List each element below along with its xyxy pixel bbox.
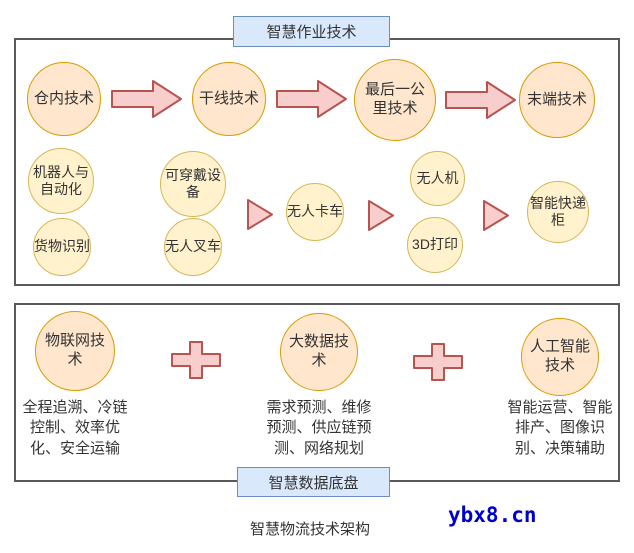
node-label: 末端技术 [526,90,587,108]
node-lastmile-tech: 最后一公 里技术 [354,59,436,141]
node-ai-tech: 人工智能 技术 [521,318,599,396]
node-3d-printing: 3D打印 [407,217,463,273]
node-wearable-devices: 可穿戴设 备 [160,151,226,217]
watermark-text: ybx8.cn [448,503,537,527]
diagram-caption: 智慧物流技术架构 [249,521,370,538]
node-label: 仓内技术 [33,89,94,107]
node-iot-tech: 物联网技 术 [35,311,115,391]
node-label: 可穿戴设 备 [165,166,221,201]
node-drone: 无人机 [410,151,465,206]
node-label: 人工智能 技术 [529,338,590,374]
node-label: 物联网技 术 [44,332,105,368]
node-smart-parcel-locker: 智能快递 柜 [527,181,589,243]
smart-operation-title-box: 智慧作业技术 [233,16,390,47]
node-unmanned-forklift: 无人叉车 [164,218,222,276]
triangle-right-icon [368,200,394,231]
node-label: 智能快递 柜 [530,194,586,229]
node-label: 货物识别 [34,238,90,255]
triangle-right-icon [483,200,509,231]
node-trunkline-tech: 干线技术 [192,62,266,136]
arrow-right-icon [276,80,347,118]
node-robotics-automation: 机器人与 自动化 [28,148,94,214]
node-bigdata-tech: 大数据技 术 [280,313,358,391]
plus-icon [413,343,463,381]
ai-applications-text: 智能运营、智能 排产、图像识 别、决策辅助 [507,399,613,457]
node-label: 干线技术 [198,89,259,107]
triangle-right-icon [247,199,273,230]
arrow-right-icon [111,80,182,118]
smart-operation-title: 智慧作业技术 [266,24,357,41]
node-warehouse-tech: 仓内技术 [27,62,101,136]
node-terminal-tech: 末端技术 [519,62,595,138]
iot-applications-text: 全程追溯、冷链 控制、效率优 化、安全运输 [22,399,128,457]
node-cargo-identification: 货物识别 [33,218,91,276]
node-label: 无人机 [416,169,459,186]
node-label: 机器人与 自动化 [33,163,89,198]
smart-data-title: 智慧数据底盘 [268,474,359,492]
smart-data-title-box: 智慧数据底盘 [237,467,390,497]
node-label: 最后一公 里技术 [364,81,425,117]
node-label: 无人卡车 [287,203,343,220]
plus-icon [171,341,221,379]
node-label: 3D打印 [412,236,458,253]
arrow-right-icon [445,81,516,119]
bigdata-applications-text: 需求预测、维修 预测、供应链预 测、网络规划 [266,399,372,457]
node-unmanned-truck: 无人卡车 [286,183,344,241]
node-label: 大数据技 术 [288,333,349,369]
node-label: 无人叉车 [165,238,221,255]
